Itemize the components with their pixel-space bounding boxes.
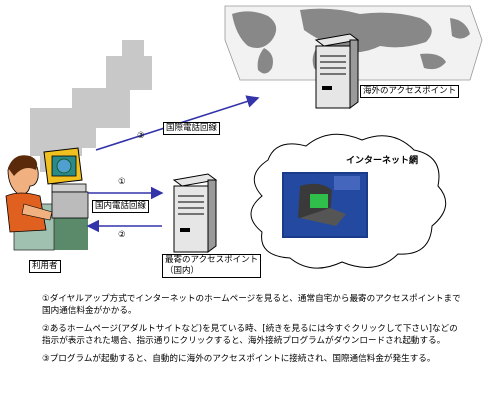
international-line-label: 国際電話回線 — [163, 122, 221, 135]
domestic-server-icon — [172, 173, 218, 253]
nearest-access-point-line2: （国内） — [165, 266, 200, 276]
international-line-marker: ③ — [137, 131, 145, 141]
overseas-server-icon — [314, 33, 360, 109]
internet-network-label: インターネット網 — [346, 156, 419, 166]
domestic-line-label: 国内電話回線 — [92, 200, 150, 213]
nearest-access-point-label: 最寄のアクセスポイント （国内） — [162, 254, 262, 278]
user-label: 利用者 — [29, 260, 61, 273]
note-1: ①ダイヤルアップ方式でインターネットのホームページを見ると、通常自宅から最寄のア… — [42, 294, 461, 316]
internet-picture-icon — [282, 172, 368, 238]
explanation-notes: ①ダイヤルアップ方式でインターネットのホームページを見ると、通常自宅から最寄のア… — [42, 294, 462, 373]
user-at-computer-icon — [5, 147, 89, 251]
domestic-marker-1: ① — [118, 177, 126, 187]
overseas-access-point-label: 海外のアクセスポイント — [360, 85, 460, 98]
note-2: ②あるホームページ(アダルトサイトなど)を見ている時、[続きを見るには今すぐクリ… — [42, 324, 458, 346]
domestic-marker-2: ② — [118, 230, 126, 240]
note-3: ③プログラムが起動すると、自動的に海外のアクセスポイントに接続され、国際通信料金… — [42, 354, 436, 364]
nearest-access-point-line1: 最寄のアクセスポイント — [165, 255, 259, 265]
